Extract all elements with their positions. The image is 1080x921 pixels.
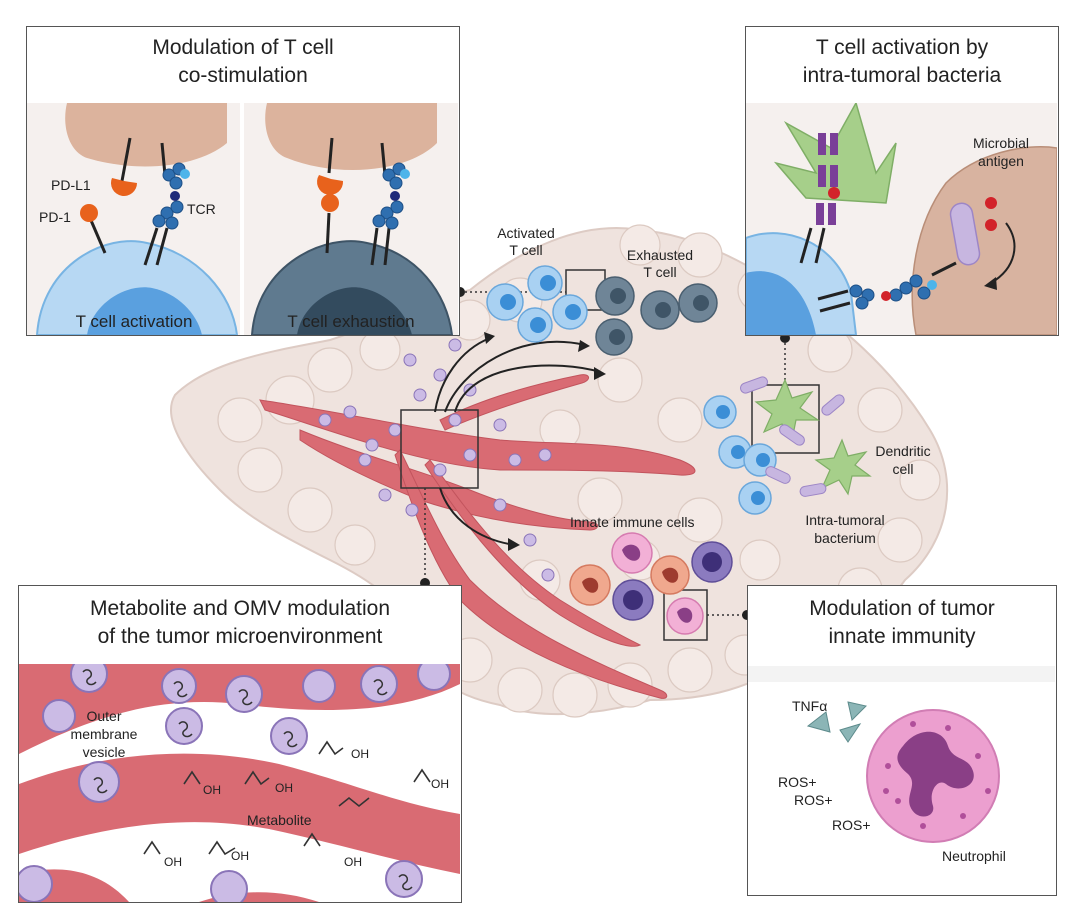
connector-lines bbox=[424, 291, 786, 616]
t-cells bbox=[486, 265, 777, 515]
bacteria bbox=[740, 376, 845, 497]
oh-label-6: OH bbox=[231, 849, 249, 863]
arrows bbox=[434, 337, 601, 546]
ros-label-3: ROS+ bbox=[832, 817, 871, 833]
omv-label-2: membrane bbox=[70, 726, 138, 742]
tnf-alpha-label: TNFα bbox=[792, 698, 828, 714]
bacteria-title-line1: T cell activation by bbox=[815, 36, 989, 59]
exhausted-t-cell-label-1: Exhausted bbox=[626, 247, 694, 263]
microbial-antigen-label-1: Microbial bbox=[972, 135, 1029, 151]
caption-t-cell-activation: T cell activation bbox=[75, 312, 193, 331]
omv-label-1: Outer bbox=[86, 708, 122, 724]
pd-l1-label: PD-L1 bbox=[51, 177, 91, 193]
arrowheads bbox=[484, 332, 606, 551]
activated-t-cell-label-1: Activated bbox=[497, 225, 555, 241]
dendritic-cell-label-1: Dendritic bbox=[875, 443, 931, 459]
dendritic-cells bbox=[754, 378, 872, 496]
panel-bacterial-activation: T cell activation by intra-tumoral bacte… bbox=[745, 26, 1059, 336]
bacteria-illustration bbox=[746, 103, 1057, 335]
oh-label-3: OH bbox=[275, 781, 293, 795]
panel-metabolite-omv: Metabolite and OMV modulation of the tum… bbox=[18, 585, 462, 903]
innate-immune-cells bbox=[569, 532, 733, 635]
metabolite-label: Metabolite bbox=[247, 812, 312, 828]
activated-t-cell-label-2: T cell bbox=[509, 242, 543, 258]
oh-label-5: OH bbox=[164, 855, 182, 869]
pd-1-label: PD-1 bbox=[39, 209, 71, 225]
microbial-antigen-label-2: antigen bbox=[978, 153, 1024, 169]
costim-title-line2: co-stimulation bbox=[178, 64, 308, 87]
ros-label-2: ROS+ bbox=[794, 792, 833, 808]
exhausted-t-cell-label-2: T cell bbox=[643, 264, 677, 280]
innate-title-line1: Modulation of tumor bbox=[809, 597, 995, 620]
neutrophil-label: Neutrophil bbox=[942, 848, 1006, 864]
dendritic-cell-label-2: cell bbox=[892, 461, 914, 477]
innate-title-line2: innate immunity bbox=[828, 625, 976, 648]
oh-label-4: OH bbox=[431, 777, 449, 791]
costim-illustration bbox=[27, 103, 458, 335]
neutrophil-illustration bbox=[748, 666, 1055, 894]
oh-label-1: OH bbox=[351, 747, 369, 761]
panel-costimulation: Modulation of T cell co-stimulation bbox=[26, 26, 460, 336]
panel-innate-immunity: Modulation of tumor innate immunity TNFα… bbox=[747, 585, 1057, 896]
omv-label-3: vesicle bbox=[82, 744, 126, 760]
metabolite-illustration bbox=[19, 664, 460, 902]
bacteria-title-line2: intra-tumoral bacteria bbox=[802, 64, 1002, 87]
omv-particles bbox=[318, 338, 555, 582]
metabolite-title-line2: of the tumor microenvironment bbox=[97, 625, 383, 648]
caption-t-cell-exhaustion: T cell exhaustion bbox=[287, 312, 415, 331]
metabolite-title-line1: Metabolite and OMV modulation bbox=[90, 597, 390, 620]
costim-title-line1: Modulation of T cell bbox=[152, 36, 334, 59]
bacterium-label-2: bacterium bbox=[814, 530, 876, 546]
tcr-label: TCR bbox=[187, 201, 216, 217]
bacterium-label-1: Intra-tumoral bbox=[805, 512, 885, 528]
ros-label-1: ROS+ bbox=[778, 774, 817, 790]
innate-immune-cells-label: Innate immune cells bbox=[570, 514, 695, 530]
oh-label-7: OH bbox=[344, 855, 362, 869]
oh-label-2: OH bbox=[203, 783, 221, 797]
